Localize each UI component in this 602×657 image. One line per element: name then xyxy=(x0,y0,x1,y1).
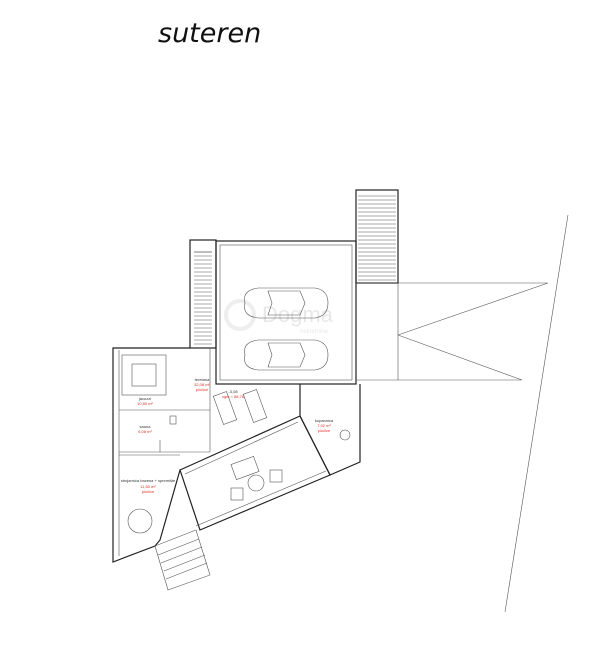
wellness-wing xyxy=(112,347,211,563)
svg-text:Dogma: Dogma xyxy=(262,302,334,327)
lounge xyxy=(179,389,331,531)
ramp-area xyxy=(356,214,569,613)
room-area: 6,08 m² xyxy=(138,429,152,434)
level-height: -3,08 xyxy=(228,389,238,394)
room-floor: pločice xyxy=(142,489,155,494)
room-area: 32,08 m² xyxy=(194,382,210,387)
svg-text:nekretnine: nekretnine xyxy=(300,329,329,335)
room-name: jacuzzi xyxy=(138,396,151,401)
bathroom xyxy=(299,384,361,476)
room-name: teretana xyxy=(195,377,210,382)
stair-bottom xyxy=(154,529,211,591)
plan-title: suteren xyxy=(158,18,262,49)
room-floor: pločice xyxy=(196,387,209,392)
room-floor: pločice xyxy=(318,428,331,433)
room-area: 11,80 m² xyxy=(140,484,156,489)
room-area: 10,80 m² xyxy=(137,401,153,406)
car-icon xyxy=(244,339,329,371)
room-name: sauna xyxy=(140,424,152,429)
watermark-logo: Dogma nekretnine xyxy=(224,299,334,335)
room-name: kupaonica xyxy=(315,418,334,423)
room-area: 7,92 m² xyxy=(317,423,331,428)
level-elevation: vgm = 88,78 xyxy=(222,394,245,399)
car-icon xyxy=(244,287,329,319)
room-name: strojarnica bazena + spremište xyxy=(121,478,176,483)
garage xyxy=(215,240,357,385)
